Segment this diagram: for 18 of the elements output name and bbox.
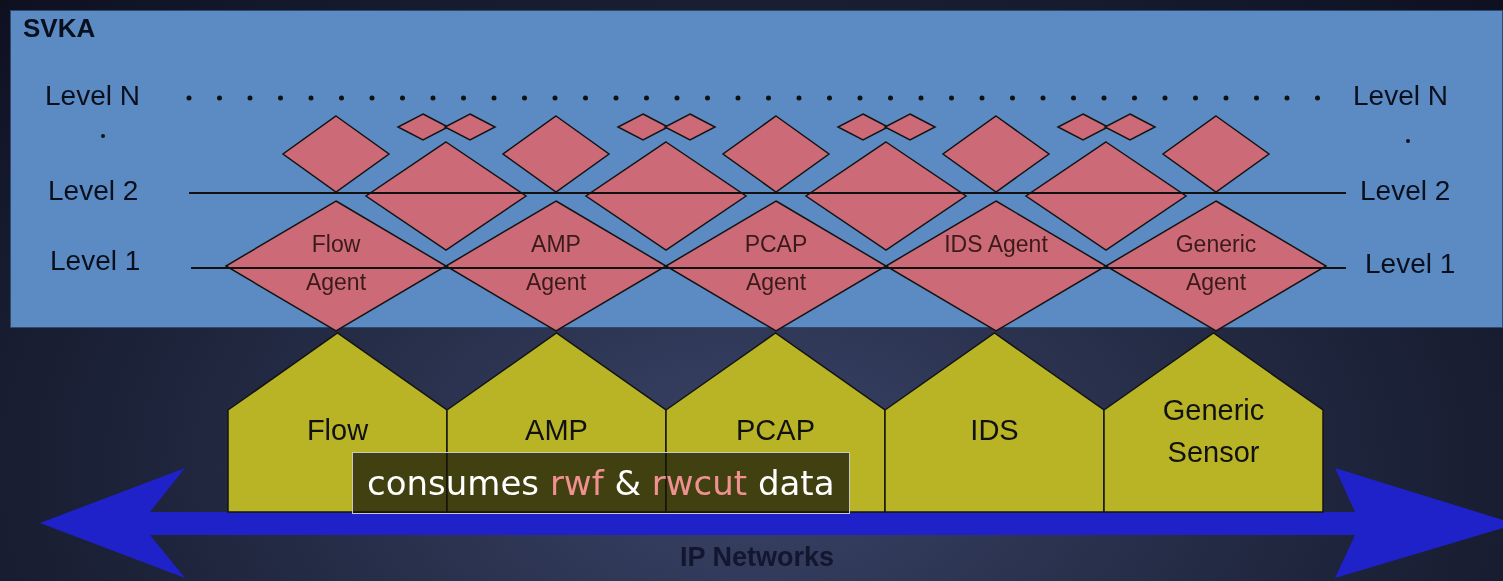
sensor-label: PCAP xyxy=(735,413,816,448)
level-label: Level 2 xyxy=(48,175,139,207)
level-label: Level 2 xyxy=(1360,175,1451,207)
caption-overlay: consumes rwf & rwcut data xyxy=(352,452,850,514)
sensor-label: Generic Sensor xyxy=(1161,393,1266,470)
sensor-label: IDS xyxy=(969,413,1020,448)
sensor-label: Flow xyxy=(305,413,370,448)
agent-label: Flow Agent xyxy=(304,230,368,297)
agent-label: Generic Agent xyxy=(1174,230,1258,297)
agent-label: PCAP Agent xyxy=(743,230,809,297)
level-label: Level 1 xyxy=(1365,248,1456,280)
level-label: Level N xyxy=(1353,80,1448,112)
level-label: Level N xyxy=(45,80,140,112)
agent-label: AMP Agent xyxy=(524,230,588,297)
panel-title: SVKA xyxy=(23,13,96,44)
agent-label: IDS Agent xyxy=(943,230,1049,259)
level-label: Level 1 xyxy=(50,245,141,277)
sensor-label: AMP xyxy=(524,413,589,448)
